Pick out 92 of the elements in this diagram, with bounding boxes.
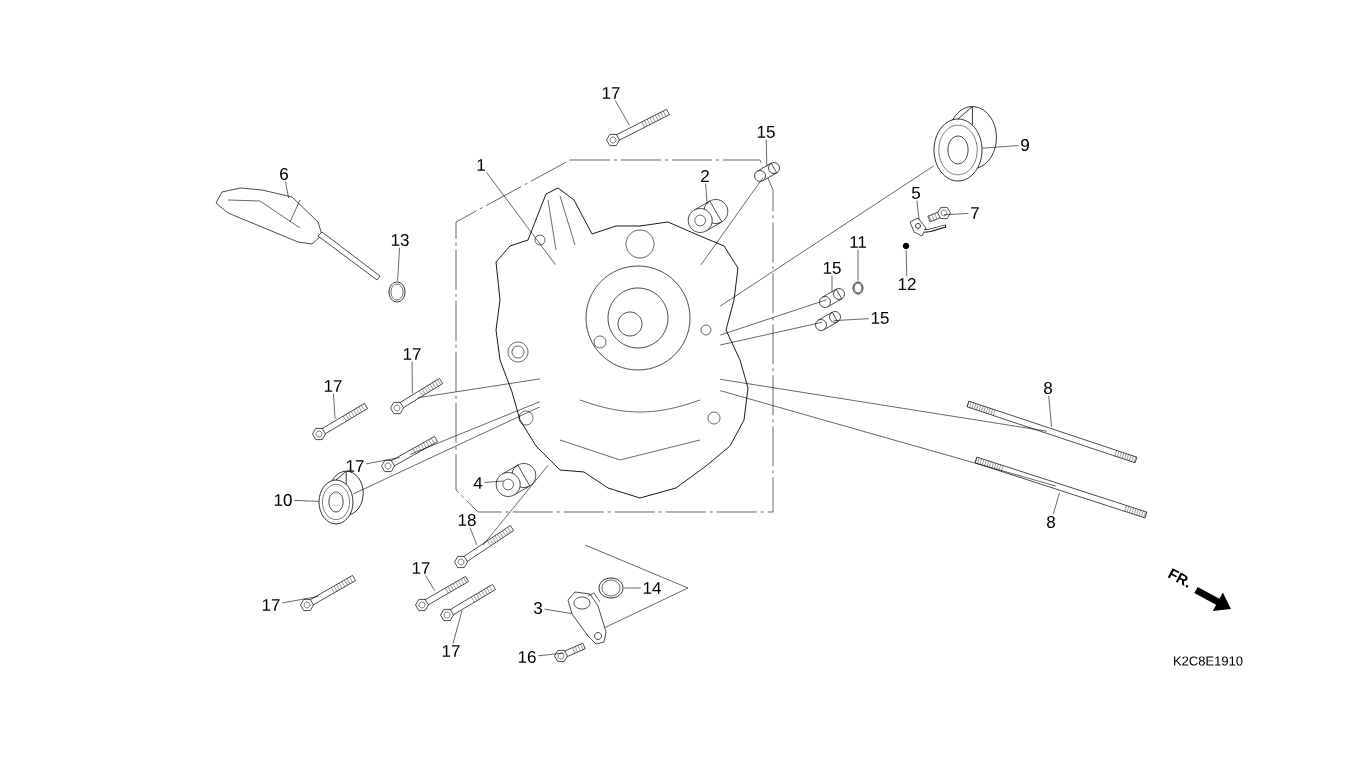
callout-number: 15 [757,126,775,138]
callout-number: 5 [911,187,920,199]
leader-line [411,361,413,394]
leader-line [916,200,920,221]
leader-line [857,249,859,282]
callout-number: 15 [871,312,889,324]
o-ring-drawing [598,577,624,599]
callout-number: 10 [274,494,292,506]
figure-code: K2C8E1910 [1174,656,1243,666]
collar-drawing [495,463,537,497]
dowel-pin-drawing [819,288,845,308]
direction-label: FR. [1167,568,1189,588]
leader-line [623,587,642,589]
leader-line [333,393,336,420]
bolt-drawing [440,584,496,621]
leader-line [425,575,435,591]
callout-number: 17 [262,599,280,611]
callout-number: 12 [898,278,916,290]
leader-line [293,500,320,502]
o-ring-drawing [852,281,864,295]
bolt-drawing [300,575,356,611]
collar-drawing [687,199,729,233]
assembly-line [719,379,1048,432]
assembly-line [417,378,541,399]
callout-number: 15 [823,262,841,274]
leader-line [833,318,870,321]
leader-line [1048,395,1052,428]
callout-number: 6 [280,168,288,180]
callout-number: 14 [643,582,661,594]
callout-number: 17 [403,348,421,360]
callout-number: 17 [324,380,342,392]
bolt-drawing [312,403,368,440]
leader-line [981,145,1019,149]
callout-number: 18 [458,514,476,526]
callout-number: 3 [533,602,542,614]
callout-number: 8 [1044,382,1052,394]
assembly-line [409,401,541,455]
crankcase-cover-drawing [495,187,749,499]
leader-line [943,213,969,216]
dowel-pin-drawing [815,311,841,331]
leader-line [1052,492,1060,515]
callout-number: 17 [442,645,460,657]
callout-number: 4 [473,477,483,489]
dowel-pin-drawing [754,162,780,182]
leader-line [486,172,556,266]
leader-line [544,608,573,614]
leader-line [615,100,630,126]
plate-drawing [909,217,947,237]
cap-drawing [567,591,607,645]
leader-line [905,249,908,277]
assembly-line [700,177,764,266]
callout-number: 1 [477,159,485,171]
callout-number: 13 [391,234,409,246]
assembly-line [482,464,549,546]
leader-line [705,183,708,205]
callout-number: 17 [602,87,620,99]
leader-line [281,596,319,604]
assembly-line [719,390,1057,487]
callout-number: 16 [518,650,536,663]
callout-number: 17 [412,562,430,574]
bolt-drawing [454,525,515,568]
washer-drawing [902,242,910,250]
dipstick-drawing [215,187,381,281]
assembly-line [352,406,541,495]
callout-number: 9 [1021,139,1029,151]
stud-bolt-drawing [966,400,1138,464]
callout-number: 11 [850,236,866,248]
leader-line [831,275,833,293]
bolt-drawing [927,207,951,223]
bolt-drawing [381,436,438,472]
bolt-drawing [554,642,586,662]
bearing-drawing [933,106,997,182]
leader-line [484,480,505,483]
leader-line [537,652,565,657]
leader-line [765,139,768,167]
bolt-drawing [606,108,670,146]
leader-line [469,527,478,546]
callout-number: 7 [971,207,979,219]
callout-number: 2 [701,170,709,182]
callout-number: 8 [1047,516,1055,528]
leader-line [285,181,289,199]
callout-number: 17 [346,460,364,472]
o-ring-drawing [388,281,406,303]
bearing-drawing [318,470,364,525]
assembly-line [719,321,823,346]
leader-line [365,457,400,465]
leader-line [397,247,400,282]
assembly-line [719,299,827,336]
bolt-drawing [390,378,443,414]
bolt-drawing [415,576,469,611]
assembly-line [719,165,935,307]
leader-line [452,610,463,644]
